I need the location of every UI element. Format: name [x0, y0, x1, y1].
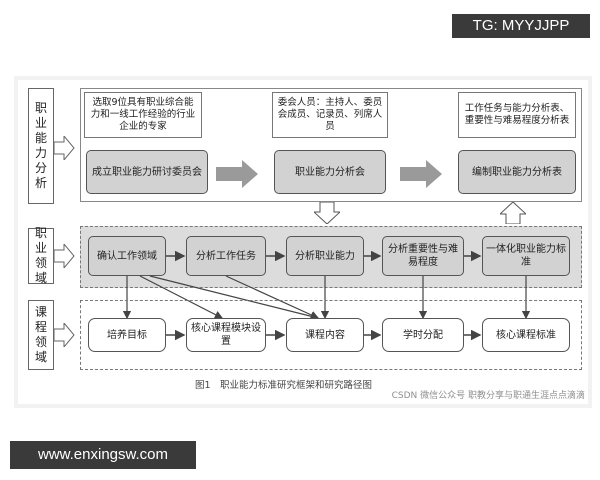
image-credit: CSDN 微信公众号 职教分享与职通生涯点点滴滴 — [391, 391, 585, 401]
course-field-panel — [80, 300, 582, 370]
row-label-pointer-1 — [54, 136, 75, 160]
node-analyze-tasks: 分析工作任务 — [186, 236, 266, 276]
watermark-top: TG: MYYJJPP — [452, 14, 590, 38]
row-label-course-field: 课程领域 — [28, 300, 54, 370]
box-compile-table: 编制职业能力分析表 — [458, 150, 576, 194]
node-confirm-field: 确认工作领域 — [88, 236, 166, 276]
row-label-pointer-3 — [54, 323, 75, 347]
watermark-bottom: www.enxingsw.com — [10, 441, 196, 469]
node-training-goal: 培养目标 — [88, 318, 166, 352]
box-analysis-meeting: 职业能力分析会 — [274, 150, 386, 194]
node-core-module: 核心课程模块设置 — [186, 318, 266, 352]
row-label-work-field: 职业领域 — [28, 226, 54, 285]
figure-caption: 图1 职业能力标准研究框架和研究路径图 — [195, 380, 373, 391]
row-label-pointer-2 — [54, 244, 75, 268]
top-note-tables: 工作任务与能力分析表、重要性与难易程度分析表 — [458, 92, 576, 138]
node-analyze-ability: 分析职业能力 — [286, 236, 364, 276]
arrow-right-2 — [400, 160, 442, 188]
arrow-right-1 — [216, 160, 258, 188]
arrow-down-hollow — [314, 202, 340, 224]
node-core-standard: 核心课程标准 — [482, 318, 570, 352]
node-course-content: 课程内容 — [286, 318, 364, 352]
node-hour-allocation: 学时分配 — [382, 318, 464, 352]
top-note-experts: 选取9位具有职业综合能力和一线工作经验的行业企业的专家 — [84, 92, 202, 138]
node-importance-difficulty: 分析重要性与难易程度 — [382, 236, 464, 276]
box-form-committee: 成立职业能力研讨委员会 — [86, 150, 208, 194]
node-integrated-standard: 一体化职业能力标准 — [482, 236, 570, 276]
arrow-up-hollow — [500, 202, 526, 224]
top-note-members: 委会人员：主持人、委员会成员、记录员、列席人员 — [272, 92, 388, 138]
row-label-ability-analysis: 职业能力分析 — [28, 88, 54, 204]
